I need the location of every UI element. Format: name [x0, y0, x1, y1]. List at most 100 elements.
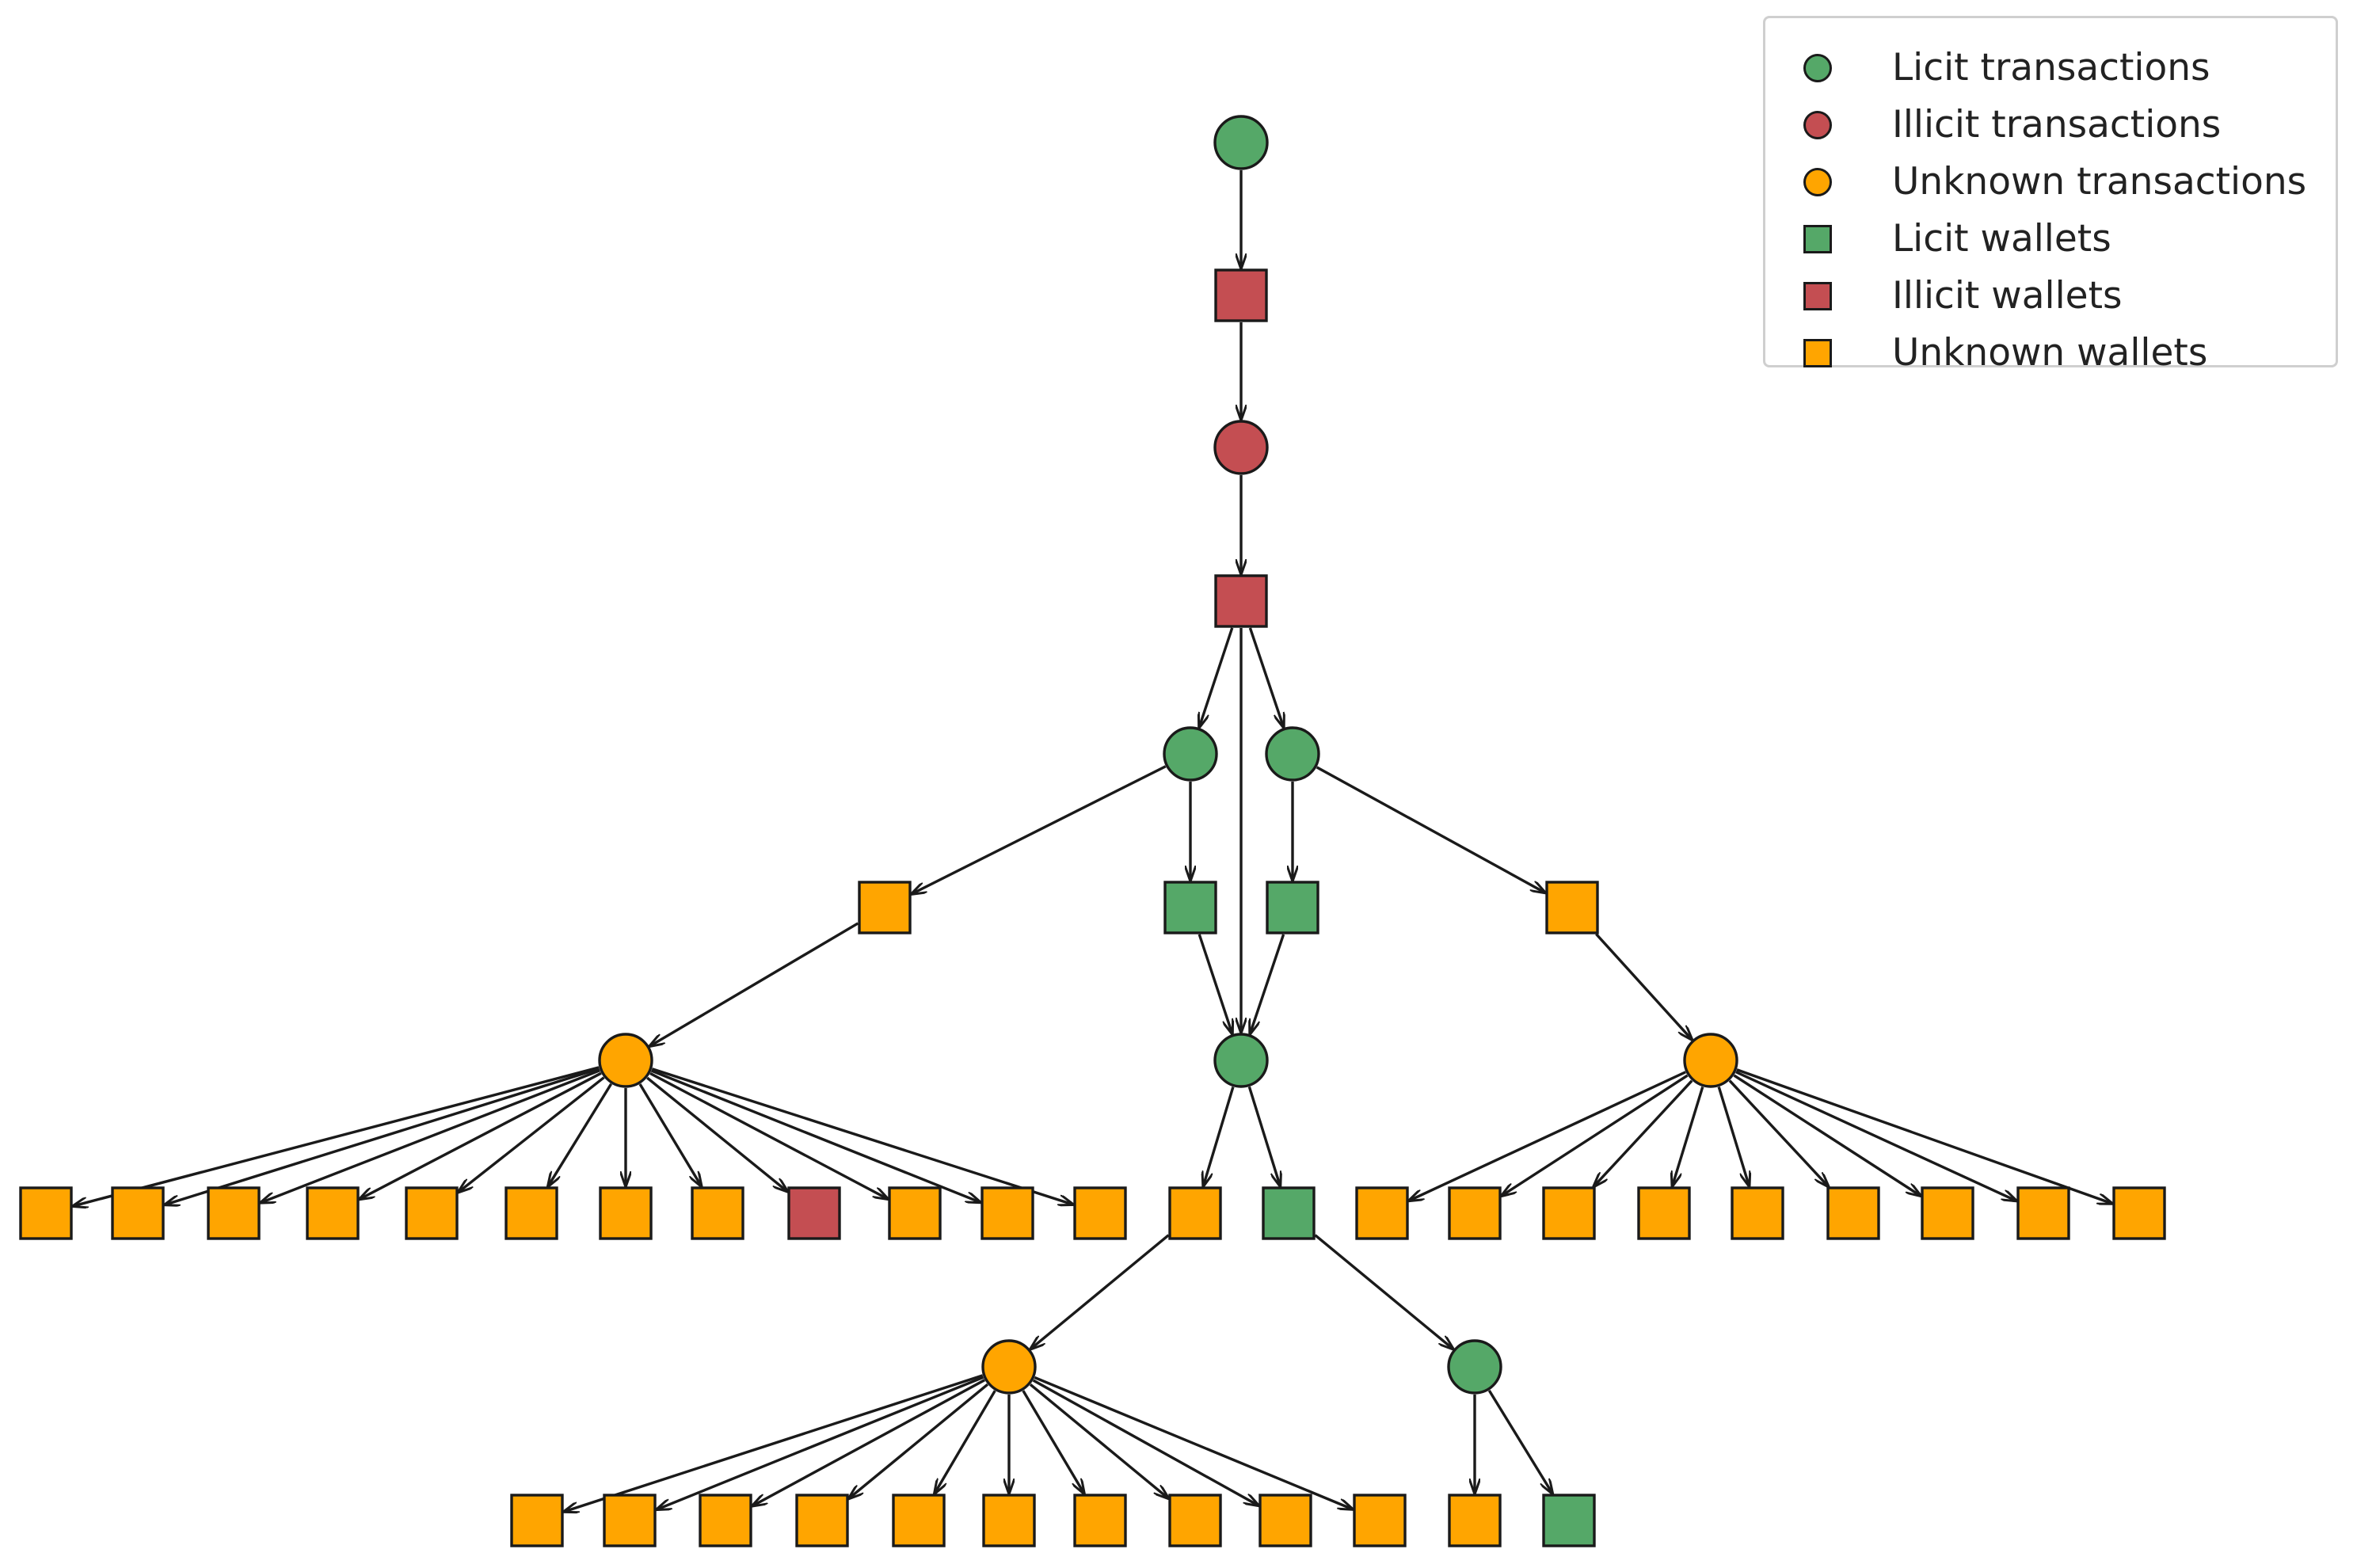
unknown-wallet-node [982, 1494, 1036, 1547]
edge-arrow [1733, 1074, 1921, 1196]
unknown-wallet-node [1637, 1186, 1691, 1240]
unknown-wallet-node [1448, 1494, 1502, 1547]
unknown-wallet-node [1545, 881, 1599, 934]
unknown-wallet-node [1168, 1186, 1222, 1240]
unknown-wallet-node [858, 881, 912, 934]
licit-wallet-node [1266, 881, 1319, 934]
edge-arrow [752, 1379, 986, 1506]
edge-arrow [165, 1067, 600, 1205]
unknown-wallet-marker-icon [1803, 339, 1832, 367]
unknown-wallet-node [1542, 1186, 1596, 1240]
legend-item-illicit-wallets: Illicit wallets [1765, 272, 2336, 320]
legend-label: Illicit transactions [1892, 103, 2222, 147]
unknown-wallet-node [1448, 1186, 1502, 1240]
edge-arrow [1502, 1074, 1689, 1196]
legend-label: Illicit wallets [1892, 274, 2123, 318]
edge-arrow [1316, 766, 1546, 893]
unknown-wallet-node [510, 1494, 564, 1547]
unknown-wallet-node [1258, 1494, 1312, 1547]
edge-arrow [1030, 1234, 1170, 1349]
legend-label: Unknown wallets [1892, 331, 2208, 375]
edge-arrow [261, 1069, 601, 1203]
licit-wallet-node [1163, 881, 1217, 934]
legend-item-illicit-transactions: Illicit transactions [1765, 101, 2336, 149]
edge-arrow [1034, 1376, 1353, 1509]
unknown-wallet-node [2112, 1186, 2166, 1240]
edge-arrow [650, 1069, 980, 1202]
nodes-layer [19, 115, 2166, 1547]
licit-wallet-node [1262, 1186, 1316, 1240]
unknown-wallet-node [691, 1186, 744, 1240]
edge-arrow [1409, 1071, 1686, 1201]
unknown-wallet-node [1073, 1186, 1127, 1240]
legend-label: Unknown transactions [1892, 160, 2307, 204]
edge-arrow [1717, 1086, 1749, 1186]
unknown-transaction-marker-icon [1803, 168, 1832, 196]
legend-label: Licit transactions [1892, 46, 2210, 89]
unknown-wallet-node [1073, 1494, 1127, 1547]
edges-layer [73, 170, 2112, 1512]
licit-wallet-marker-icon [1803, 225, 1832, 253]
licit-transaction-marker-icon [1803, 54, 1832, 82]
unknown-wallet-node [1168, 1494, 1222, 1547]
edge-arrow [649, 922, 859, 1046]
illicit-transaction-marker-icon [1803, 111, 1832, 139]
unknown-wallet-node [405, 1186, 459, 1240]
legend-label: Licit wallets [1892, 217, 2111, 261]
edge-arrow [651, 1068, 1073, 1205]
edge-arrow [1595, 933, 1692, 1040]
unknown-wallet-node [1731, 1186, 1784, 1240]
illicit-transaction-node [1213, 420, 1269, 475]
edge-arrow [638, 1083, 702, 1186]
edge-arrow [1198, 934, 1232, 1034]
edge-arrow [1203, 1087, 1235, 1187]
unknown-wallet-node [795, 1494, 849, 1547]
illicit-wallet-marker-icon [1803, 282, 1832, 310]
edge-arrow [1736, 1068, 2112, 1204]
unknown-transaction-node [981, 1339, 1037, 1395]
edge-arrow [360, 1071, 602, 1199]
legend-item-licit-wallets: Licit wallets [1765, 215, 2336, 263]
edge-arrow [1314, 1234, 1453, 1349]
unknown-transaction-node [598, 1033, 653, 1088]
legend: Licit transactions Illicit transactions … [1763, 16, 2338, 375]
unknown-wallet-node [892, 1494, 946, 1547]
edge-arrow [73, 1066, 600, 1206]
edge-arrow [1672, 1086, 1704, 1186]
legend-item-unknown-transactions: Unknown transactions [1765, 158, 2336, 206]
edge-arrow [459, 1076, 605, 1193]
unknown-wallet-node [980, 1186, 1034, 1240]
illicit-wallet-node [1214, 268, 1268, 322]
edge-arrow [1022, 1390, 1084, 1494]
edge-arrow [935, 1390, 996, 1494]
legend-item-licit-transactions: Licit transactions [1765, 44, 2336, 92]
edge-arrow [1032, 1379, 1259, 1505]
edge-arrow [1487, 1389, 1552, 1494]
edge-arrow [1250, 934, 1285, 1034]
unknown-transaction-node [1683, 1033, 1738, 1088]
edge-arrow [657, 1376, 984, 1509]
edge-arrow [1735, 1071, 2016, 1201]
unknown-wallet-node [1921, 1186, 1974, 1240]
unknown-wallet-node [306, 1186, 360, 1240]
licit-wallet-node [1542, 1494, 1596, 1547]
unknown-wallet-node [111, 1186, 165, 1240]
unknown-wallet-node [2016, 1186, 2070, 1240]
edge-arrow [1247, 1086, 1280, 1186]
licit-transaction-node [1447, 1339, 1502, 1395]
unknown-wallet-node [1826, 1186, 1880, 1240]
edge-arrow [649, 1071, 888, 1199]
unknown-wallet-node [1355, 1186, 1409, 1240]
unknown-wallet-node [888, 1186, 942, 1240]
edge-arrow [646, 1076, 787, 1192]
unknown-wallet-node [19, 1186, 73, 1240]
edge-arrow [1199, 627, 1234, 728]
edge-arrow [548, 1083, 613, 1187]
illicit-wallet-node [787, 1186, 841, 1240]
licit-transaction-node [1213, 115, 1269, 170]
licit-transaction-node [1213, 1033, 1269, 1088]
edge-arrow [1029, 1383, 1168, 1498]
edge-arrow [1248, 627, 1283, 728]
legend-item-unknown-wallets: Unknown wallets [1765, 329, 2336, 377]
